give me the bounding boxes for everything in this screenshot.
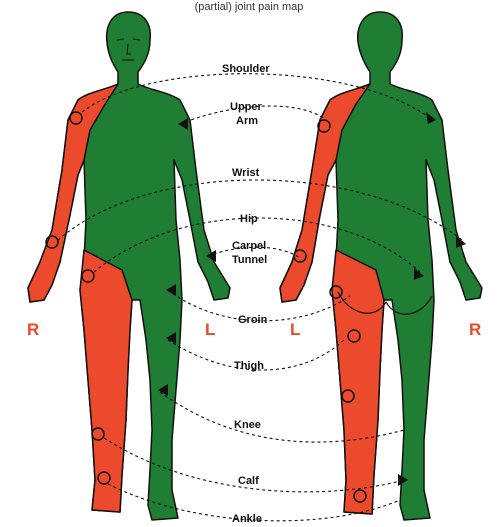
side-back-left: L [290, 320, 300, 339]
back-figure [280, 12, 482, 520]
label-wrist: Wrist [232, 167, 260, 179]
side-front-right: R [27, 320, 39, 339]
back-leg-red [332, 250, 384, 514]
label-carpel-1: Carpel [232, 240, 266, 252]
label-upper-arm-2: Arm [236, 115, 258, 127]
label-carpel-2: Tunnel [232, 254, 267, 266]
side-back-right: R [469, 320, 481, 339]
label-groin: Groin [238, 314, 268, 326]
label-shoulder: Shoulder [222, 63, 270, 75]
front-figure [28, 12, 230, 520]
label-calf: Calf [238, 475, 259, 487]
label-hip: Hip [240, 213, 258, 225]
label-upper-arm-1: Upper [230, 101, 263, 113]
label-ankle: Ankle [232, 513, 262, 525]
side-front-left: L [205, 320, 215, 339]
label-thigh: Thigh [234, 360, 264, 372]
label-knee: Knee [234, 419, 261, 431]
